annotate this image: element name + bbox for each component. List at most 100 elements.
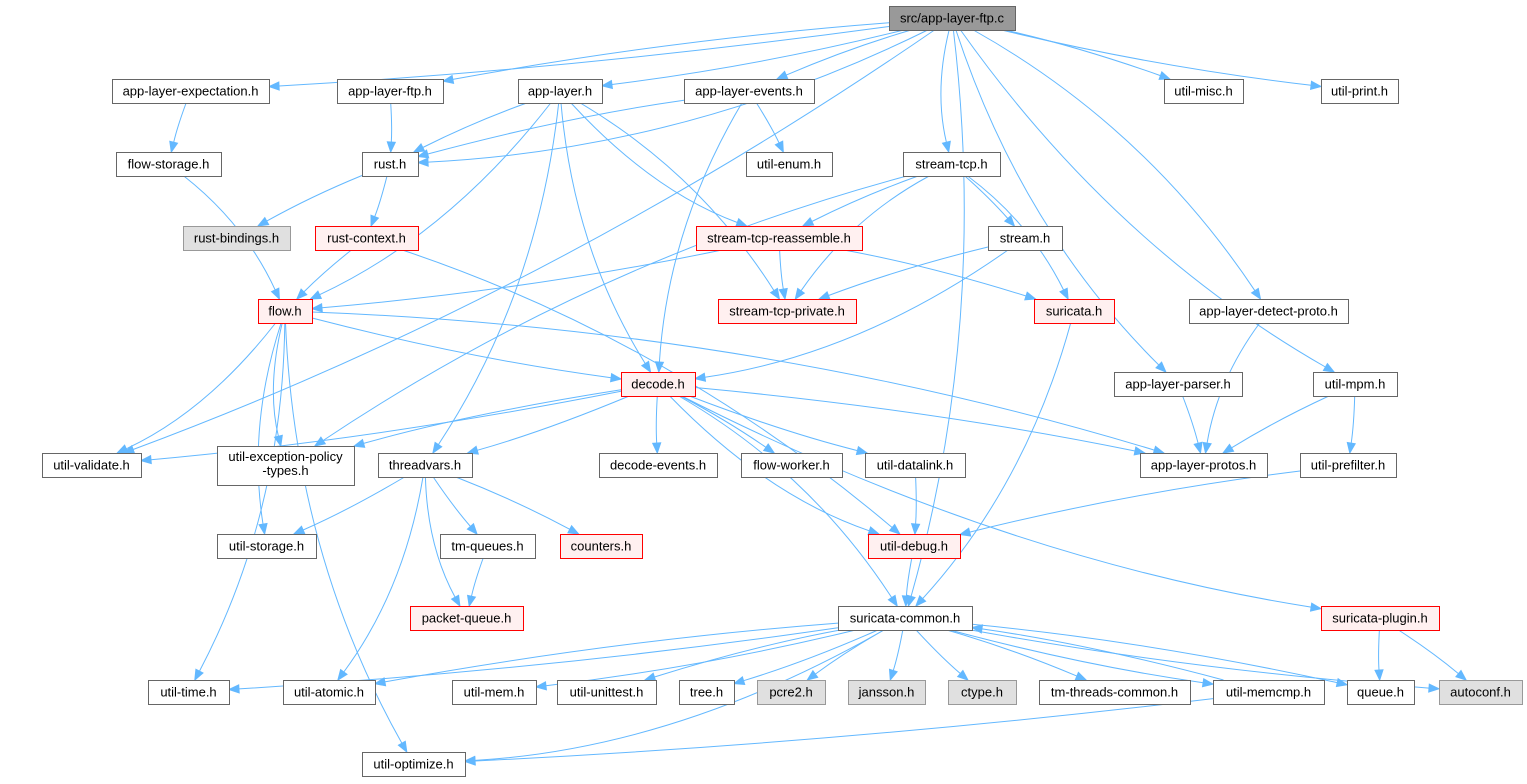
node-stream-tcp[interactable]: stream-tcp.h: [903, 152, 1001, 177]
edge-arrowhead: [310, 303, 323, 313]
edge-app-layer-to-stream-tcp-reassemble: [570, 102, 748, 227]
edge-arrowhead: [970, 624, 984, 634]
node-label: app-layer-ftp.h: [348, 84, 432, 99]
node-app-layer-ftp[interactable]: app-layer-ftp.h: [337, 79, 444, 104]
node-util-datalink[interactable]: util-datalink.h: [865, 453, 966, 478]
edge-line: [973, 29, 1256, 291]
edge-line: [560, 102, 646, 364]
node-threadvars[interactable]: threadvars.h: [378, 453, 473, 478]
node-util-debug[interactable]: util-debug.h: [868, 534, 961, 559]
edge-root-to-app-layer-parser: [955, 29, 1167, 373]
node-box: [378, 453, 473, 478]
node-suricata-plugin[interactable]: suricata-plugin.h: [1321, 606, 1440, 631]
node-suricata-common[interactable]: suricata-common.h: [838, 606, 973, 631]
node-counters[interactable]: counters.h: [560, 534, 643, 559]
node-util-print[interactable]: util-print.h: [1321, 79, 1399, 104]
edge-arrowhead: [643, 672, 657, 682]
edge-line: [132, 29, 935, 450]
node-decode[interactable]: decode.h: [621, 372, 696, 397]
node-util-exception-policy-types[interactable]: util-exception-policy-types.h: [217, 446, 355, 486]
node-packet-queue[interactable]: packet-queue.h: [410, 606, 524, 631]
node-tm-queues[interactable]: tm-queues.h: [440, 534, 536, 559]
edge-root-to-util-print: [1001, 29, 1323, 90]
node-label: pcre2.h: [769, 685, 812, 700]
node-stream-tcp-private[interactable]: stream-tcp-private.h: [718, 299, 857, 324]
edge-line: [173, 102, 187, 143]
node-app-layer-protos[interactable]: app-layer-protos.h: [1140, 453, 1268, 478]
node-app-layer-expectation[interactable]: app-layer-expectation.h: [112, 79, 270, 104]
edge-line: [474, 698, 1214, 762]
edge-threadvars-to-counters: [455, 476, 580, 535]
node-app-layer-parser[interactable]: app-layer-parser.h: [1114, 372, 1243, 397]
node-util-memcmp[interactable]: util-memcmp.h: [1213, 680, 1325, 705]
edge-stream-tcp-reassemble-to-suricata: [843, 249, 1037, 301]
node-label: autoconf.h: [1450, 685, 1511, 700]
edge-app-layer-events-to-rust: [416, 99, 685, 159]
node-box: [757, 680, 826, 705]
node-decode-events[interactable]: decode-events.h: [599, 453, 718, 478]
edge-arrowhead: [466, 445, 479, 455]
edge-decode-to-util-datalink: [689, 395, 869, 456]
edge-arrowhead: [910, 523, 921, 536]
node-app-layer[interactable]: app-layer.h: [518, 79, 603, 104]
edge-line: [946, 629, 1078, 677]
edge-arrowhead: [1193, 441, 1203, 455]
edge-line: [1001, 29, 1312, 86]
edge-arrowhead: [693, 372, 707, 382]
node-queue[interactable]: queue.h: [1347, 680, 1415, 705]
node-util-mpm[interactable]: util-mpm.h: [1313, 372, 1398, 397]
node-box: [1439, 680, 1523, 705]
edge-arrowhead: [273, 434, 283, 448]
edge-arrowhead: [267, 81, 280, 91]
edge-arrowhead: [1152, 445, 1166, 455]
edge-stream-tcp-to-stream: [964, 175, 1016, 228]
edge-arrowhead: [1133, 446, 1147, 456]
edge-line: [680, 395, 767, 448]
node-flow[interactable]: flow.h: [258, 299, 313, 324]
node-util-validate[interactable]: util-validate.h: [42, 453, 142, 478]
node-util-time[interactable]: util-time.h: [148, 680, 230, 705]
edge-app-layer-events-to-util-enum: [756, 102, 784, 154]
edge-stream-tcp-to-stream-tcp-reassemble: [801, 175, 919, 227]
node-box: [988, 226, 1063, 251]
node-util-optimize[interactable]: util-optimize.h: [362, 752, 466, 777]
node-flow-worker[interactable]: flow-worker.h: [741, 453, 843, 478]
node-tm-threads-common[interactable]: tm-threads-common.h: [1039, 680, 1191, 705]
edge-line: [969, 470, 1301, 533]
edge-arrowhead: [775, 70, 789, 80]
node-util-storage[interactable]: util-storage.h: [217, 534, 317, 559]
edge-arrowhead: [774, 140, 784, 154]
node-tree[interactable]: tree.h: [679, 680, 735, 705]
edge-flow-to-util-time: [194, 322, 286, 682]
edge-arrowhead: [416, 157, 429, 167]
edge-arrowhead: [1322, 362, 1336, 373]
node-app-layer-events[interactable]: app-layer-events.h: [684, 79, 815, 104]
node-util-mem[interactable]: util-mem.h: [452, 680, 537, 705]
edge-arrowhead: [441, 74, 455, 85]
node-rust[interactable]: rust.h: [362, 152, 419, 177]
node-util-unittest[interactable]: util-unittest.h: [557, 680, 657, 705]
node-app-layer-detect-proto[interactable]: app-layer-detect-proto.h: [1189, 299, 1349, 324]
edge-line: [905, 557, 913, 597]
edge-threadvars-to-util-storage: [292, 476, 405, 535]
edge-flow-to-decode: [311, 317, 623, 383]
edge-line: [1231, 395, 1330, 449]
edge-arrowhead: [450, 594, 461, 608]
node-flow-storage[interactable]: flow-storage.h: [116, 152, 222, 177]
edge-line: [779, 249, 784, 290]
node-box: [283, 680, 376, 705]
edge-arrowhead: [295, 288, 308, 300]
edge-arrowhead: [432, 441, 443, 455]
node-stream[interactable]: stream.h: [988, 226, 1063, 251]
node-label: util-validate.h: [53, 458, 130, 473]
node-util-misc[interactable]: util-misc.h: [1164, 79, 1244, 104]
node-util-enum[interactable]: util-enum.h: [746, 152, 833, 177]
edge-line: [655, 395, 658, 444]
node-rust-context[interactable]: rust-context.h: [315, 226, 419, 251]
edge-line: [302, 476, 405, 531]
node-stream-tcp-reassemble[interactable]: stream-tcp-reassemble.h: [696, 226, 863, 251]
node-suricata[interactable]: suricata.h: [1034, 299, 1115, 324]
node-util-prefilter[interactable]: util-prefilter.h: [1300, 453, 1397, 478]
edge-flow-to-util-storage: [257, 322, 282, 536]
node-util-atomic[interactable]: util-atomic.h: [283, 680, 376, 705]
